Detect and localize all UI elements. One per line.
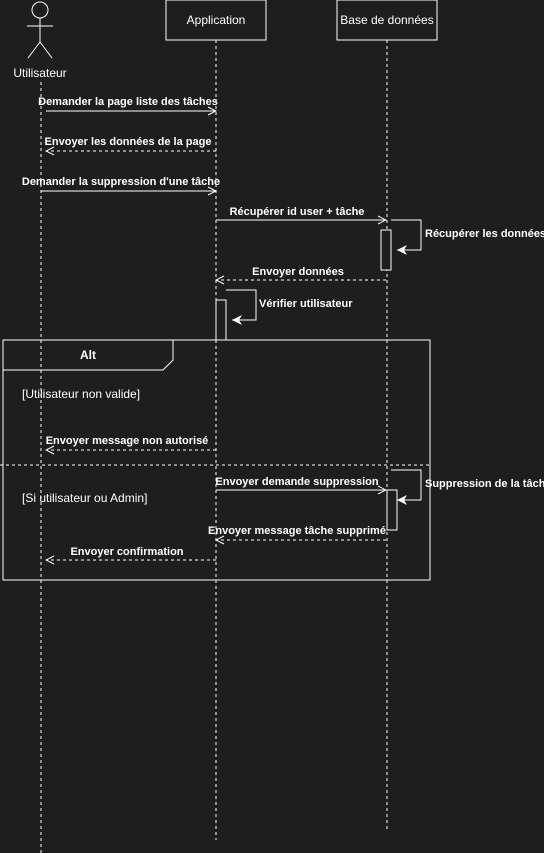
alt-guard-1: [Utilisateur non valide] [22,387,140,401]
actor-head [31,1,49,19]
application-participant-label: Application [187,13,246,27]
message-10-label: Suppression de la tâche [425,478,544,490]
message-7-label: Vérifier utilisateur [259,298,353,310]
message-10-self-arrow [391,469,422,505]
alt-guard-2: [Si utilisateur ou Admin] [22,491,147,505]
message-6-label: Envoyer données [252,266,344,278]
actor-right-leg [39,41,53,59]
alt-fragment-label-tab [3,339,174,371]
message-5-label: Récupérer les données [425,228,544,240]
user-actor [27,1,53,59]
message-7-self-arrow [226,289,257,325]
message-9-label: Envoyer demande suppression [215,476,378,488]
message-5-self-arrow [391,219,422,255]
message-4-label: Récupérer id user + tâche [230,206,365,218]
database-participant-box [336,0,438,41]
alt-fragment-label: Alt [80,348,96,362]
message-12-label: Envoyer confirmation [70,546,183,558]
database-participant-label: Base de données [340,13,433,27]
message-8-label: Envoyer message non autorisé [46,435,209,447]
message-3-label: Demander la suppression d'une tâche [22,176,220,188]
alt-fragment [2,339,431,581]
application-activation [215,299,227,341]
message-2-label: Envoyer les données de la page [45,136,212,148]
actor-left-leg [27,41,41,59]
message-1-label: Demander la page liste des tâches [38,96,218,108]
message-11-label: Envoyer message tâche supprimé [208,525,386,537]
application-participant-box [165,0,267,41]
database-activation-1 [380,229,392,271]
actor-label: Utilisateur [13,66,66,80]
database-activation-2 [386,489,398,531]
